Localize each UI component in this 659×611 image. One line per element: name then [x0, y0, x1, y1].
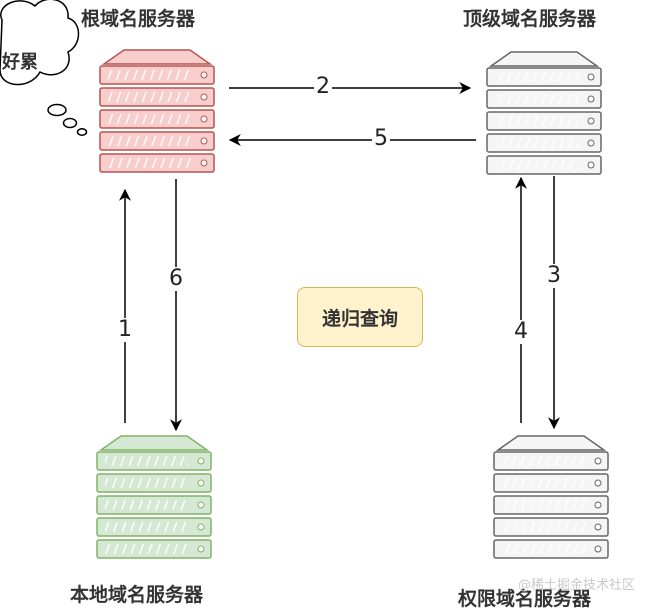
edge-4-label: 4: [512, 319, 530, 344]
auth-server-label: 权限域名服务器: [458, 588, 592, 610]
watermark: @稀土掘金技术社区: [518, 578, 636, 593]
root-server-label: 根域名服务器: [81, 8, 196, 30]
thought-bubble-text: 好累: [2, 52, 38, 73]
recursive-query-badge: 递归查询: [297, 287, 423, 347]
local-server-icon: [96, 435, 212, 559]
edge-1-label: 1: [116, 317, 134, 342]
local-server-label: 本地域名服务器: [70, 584, 204, 606]
tld-server-icon: [486, 51, 602, 175]
edge-6-label: 6: [167, 266, 185, 291]
edge-3-label: 3: [545, 263, 563, 288]
thought-cloud: [0, 0, 88, 136]
edge-2-label: 2: [314, 74, 332, 99]
tld-server-label: 顶级域名服务器: [463, 8, 597, 30]
recursive-query-label: 递归查询: [321, 307, 398, 330]
edge-5-label: 5: [372, 126, 390, 151]
auth-server-icon: [493, 435, 609, 559]
root-server-icon: [99, 49, 215, 173]
